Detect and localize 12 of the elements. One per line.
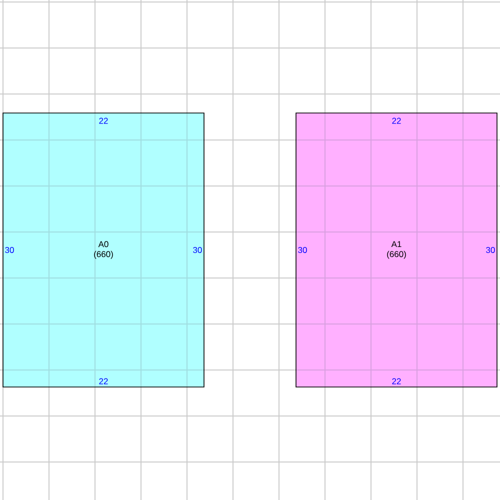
box-label: A1 (660) bbox=[387, 241, 406, 259]
dimension-label: 30 bbox=[193, 247, 202, 253]
dimension-label: 30 bbox=[298, 247, 307, 253]
box bbox=[296, 112, 498, 388]
dimension-label: 22 bbox=[99, 118, 108, 124]
dimension-label: 22 bbox=[99, 378, 108, 384]
dimension-label: 22 bbox=[392, 118, 401, 124]
dimension-label: 22 bbox=[392, 378, 401, 384]
dimension-label: 30 bbox=[5, 247, 14, 253]
box bbox=[2, 112, 204, 388]
box-label: A0 (660) bbox=[94, 241, 113, 259]
dimension-label: 30 bbox=[486, 247, 495, 253]
